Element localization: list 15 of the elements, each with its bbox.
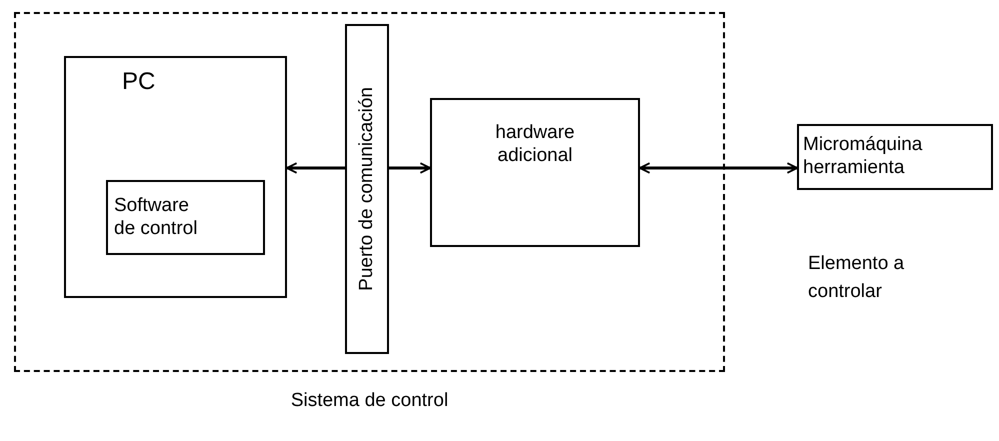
arrow: [639, 162, 798, 174]
software-box: [106, 180, 265, 255]
node-label: PC: [122, 68, 156, 97]
group-title: Sistema de control: [290, 390, 448, 412]
pc-box: [64, 56, 287, 298]
port-box: [345, 24, 389, 354]
node-label: hardware adicional: [494, 122, 576, 168]
node-label: Micromáquina herramienta: [803, 134, 924, 180]
machine-box: [797, 124, 993, 190]
arrow: [286, 162, 345, 174]
hardware-box: [430, 98, 640, 247]
vertical-label: Puerto de comunicación: [356, 87, 378, 291]
arrow: [389, 162, 431, 174]
node-label: Software de control: [114, 194, 198, 240]
side-note: Elemento a controlar: [808, 252, 906, 304]
